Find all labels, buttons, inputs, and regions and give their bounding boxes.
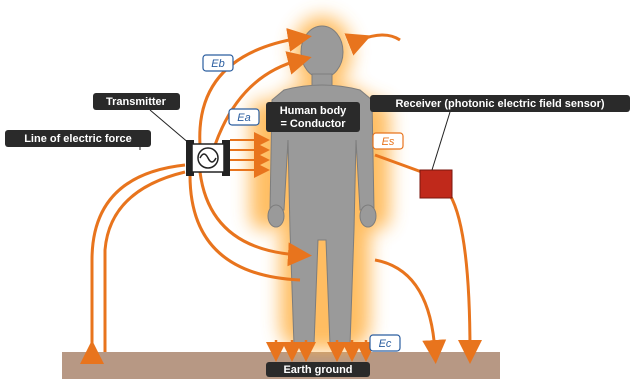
field-line-outer-left-2 [103, 170, 186, 352]
svg-text:Ea: Ea [237, 112, 250, 124]
transmitter-device [186, 140, 230, 176]
transmitter-arrows [230, 132, 270, 178]
field-line-top-2 [213, 51, 312, 146]
field-label-ec: Ec [369, 334, 401, 352]
transmitter-label: Transmitter [93, 93, 180, 110]
field-line-top [198, 28, 312, 146]
body-to-ground-arrows [266, 340, 376, 362]
field-label-es: Es [372, 132, 404, 150]
field-label-ea: Ea [228, 108, 260, 126]
field-line-right-2 [374, 258, 447, 364]
svg-text:Es: Es [382, 136, 395, 148]
svg-text:Line of electric force: Line of electric force [24, 133, 132, 145]
earth-ground-label: Earth ground [266, 362, 370, 377]
svg-text:Eb: Eb [211, 58, 224, 70]
svg-text:= Conductor: = Conductor [280, 118, 346, 130]
field-label-eb: Eb [202, 54, 234, 72]
svg-text:Transmitter: Transmitter [106, 96, 167, 108]
field-line-lower-2 [188, 174, 301, 282]
field-line-outer-left [80, 163, 186, 364]
field-line-right-up [344, 33, 401, 56]
human-body-label: Human body = Conductor [266, 102, 360, 132]
svg-text:Human body: Human body [280, 105, 347, 117]
svg-text:Receiver (photonic electric fi: Receiver (photonic electric field sensor… [395, 98, 604, 110]
ac-source-icon [199, 153, 217, 163]
field-line-lower-1 [198, 171, 312, 267]
receiver-label: Receiver (photonic electric field sensor… [370, 95, 630, 112]
svg-text:Earth ground: Earth ground [283, 364, 352, 376]
field-line-receiver-down [448, 194, 482, 364]
svg-text:Ec: Ec [379, 338, 392, 350]
line-of-force-label: Line of electric force [5, 130, 151, 147]
receiver-device [419, 169, 453, 199]
